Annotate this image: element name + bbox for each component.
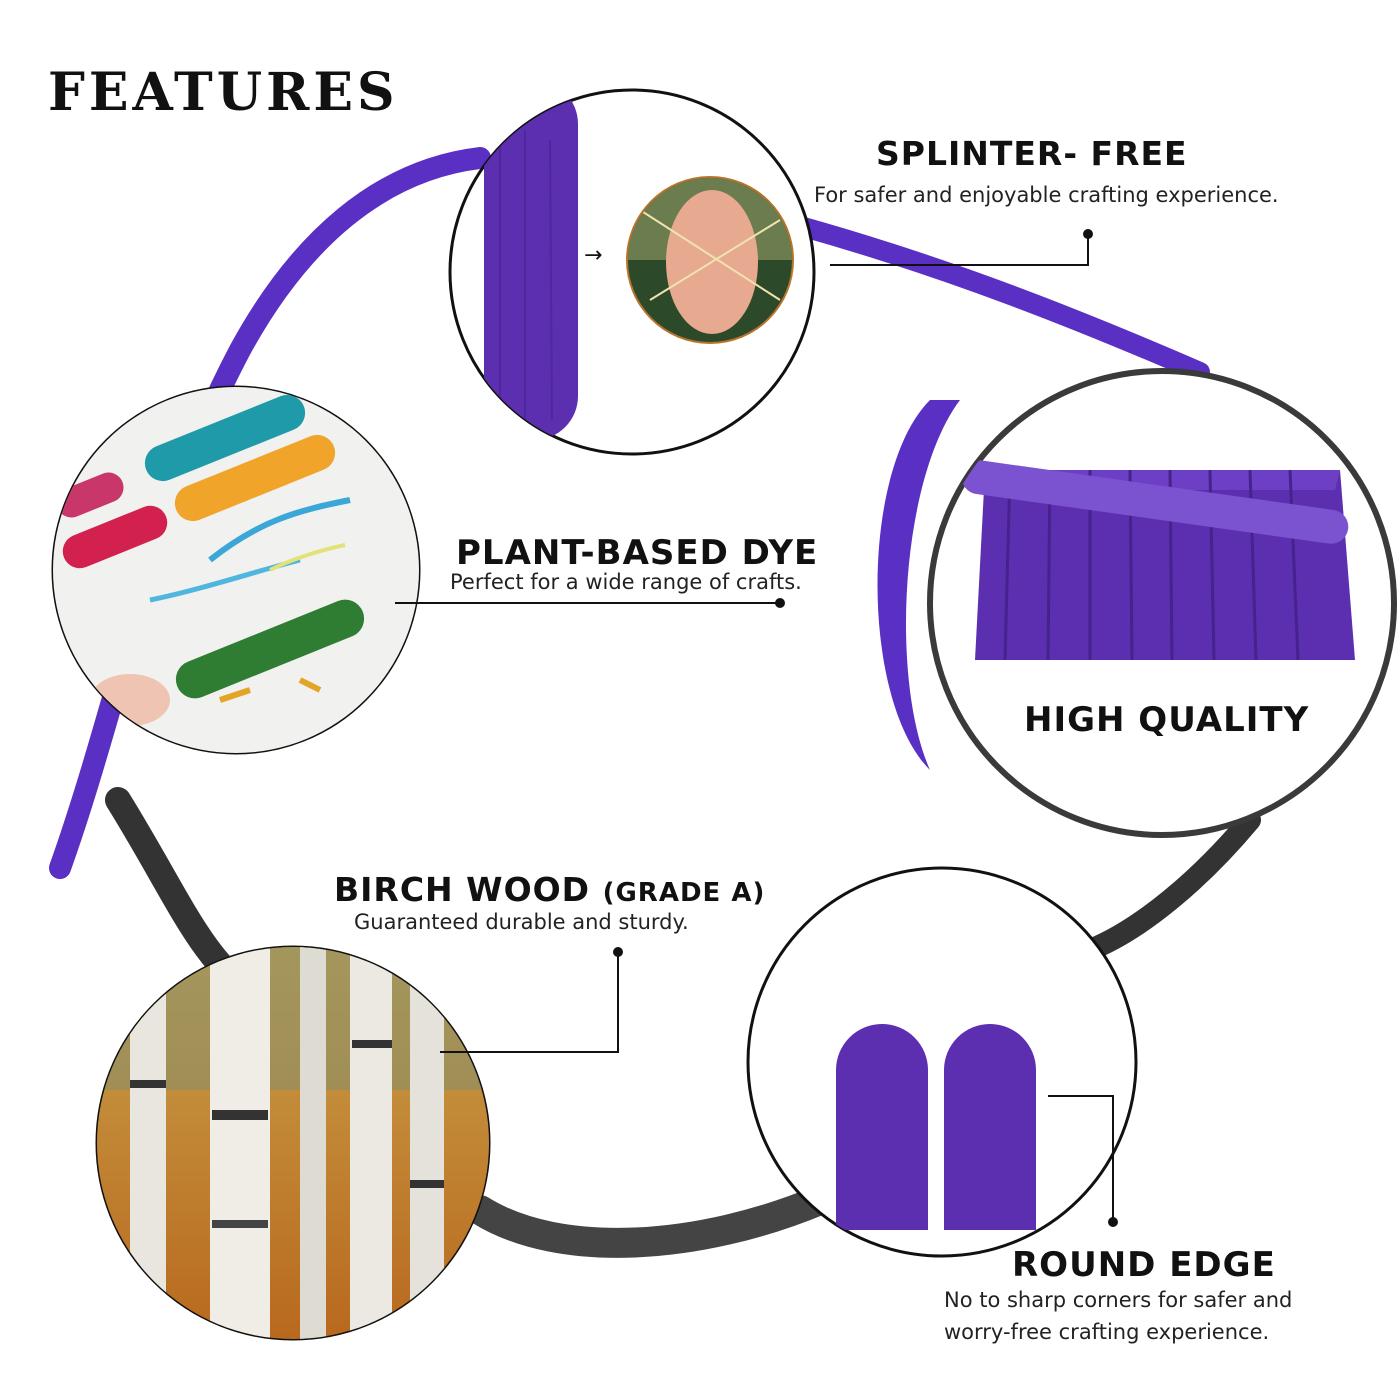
high-quality-circle — [927, 368, 1397, 838]
plant-dye-description: Perfect for a wide range of crafts. — [450, 570, 802, 594]
birch-wood-title: BIRCH WOOD (GRADE A) — [334, 870, 765, 909]
birch-connector — [440, 952, 619, 1053]
arrow-icon: → — [584, 243, 602, 268]
splinter-free-description: For safer and enjoyable crafting experie… — [814, 183, 1279, 207]
birch-grade-label: (GRADE A) — [602, 878, 766, 908]
birch-wood-circle — [95, 945, 491, 1341]
dark-swoosh-right — [1079, 809, 1261, 961]
round-edge-circle — [746, 866, 1138, 1258]
round-edge-description-line1: No to sharp corners for safer and — [944, 1288, 1293, 1312]
birch-wood-label: BIRCH WOOD — [334, 870, 591, 909]
round-edge-title: ROUND EDGE — [1012, 1245, 1276, 1285]
splinter-connector — [830, 234, 1089, 266]
purple-swoosh-arc — [49, 147, 491, 879]
birch-wood-description: Guaranteed durable and sturdy. — [354, 910, 689, 934]
plant-dye-title: PLANT-BASED DYE — [456, 533, 819, 573]
purple-crescent — [877, 400, 960, 770]
high-quality-title: HIGH QUALITY — [1024, 700, 1310, 740]
splinter-free-title: SPLINTER- FREE — [876, 134, 1188, 173]
round-edge-description-line2: worry-free crafting experience. — [944, 1320, 1270, 1344]
splinter-free-circle: → — [448, 88, 816, 456]
dark-swoosh-bottom — [465, 1185, 835, 1258]
page-title: FEATURES — [48, 62, 399, 123]
purple-swoosh-arc-top — [790, 216, 1210, 382]
plant-dye-circle — [51, 385, 421, 755]
round-connector — [1048, 1095, 1114, 1222]
